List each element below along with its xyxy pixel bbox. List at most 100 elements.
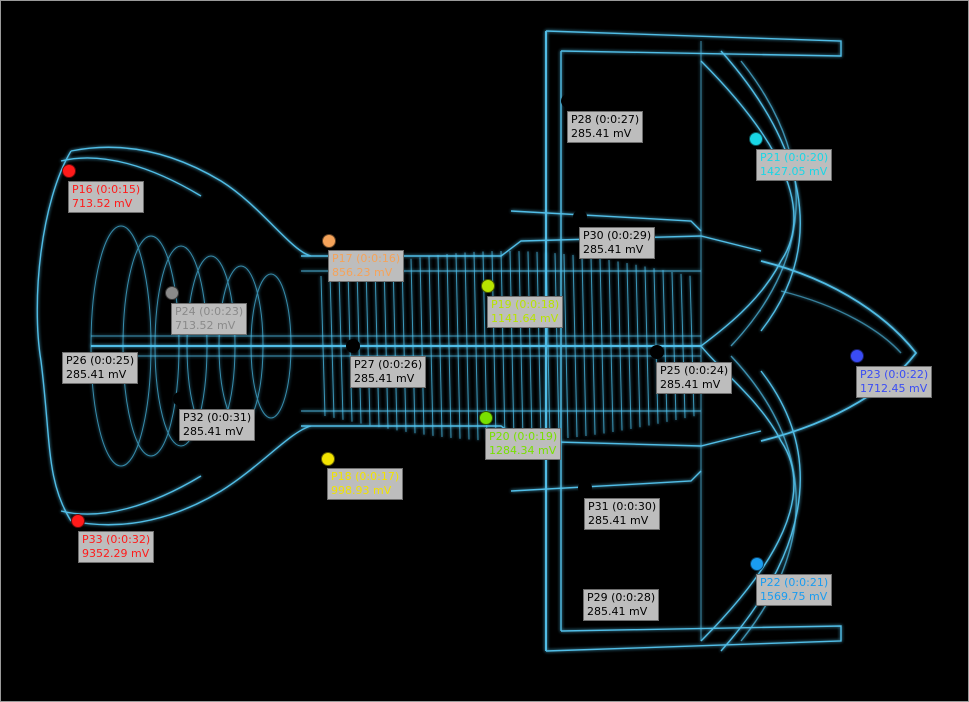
compressor-blade bbox=[563, 253, 569, 439]
sensor-point-p26[interactable] bbox=[56, 335, 70, 349]
sensor-value: 9352.29 mV bbox=[82, 547, 150, 560]
compressor-blade bbox=[626, 263, 632, 429]
compressor-blade bbox=[545, 252, 551, 440]
compressor-blade bbox=[680, 273, 686, 419]
sensor-value: 1141.64 mV bbox=[491, 312, 559, 325]
sensor-point-p21[interactable] bbox=[749, 132, 763, 146]
sensor-value: 856.23 mV bbox=[332, 266, 393, 279]
compressor-blade bbox=[671, 271, 677, 421]
compressor-blade bbox=[338, 272, 344, 420]
sensor-value: 285.41 mV bbox=[588, 514, 649, 527]
sensor-label-p26[interactable]: P26 (0:0:25)285.41 mV bbox=[62, 352, 139, 384]
sensor-label-p24[interactable]: P24 (0:0:23)713.52 mV bbox=[171, 303, 248, 335]
compressor-blade bbox=[446, 254, 452, 438]
sensor-value: 285.41 mV bbox=[183, 425, 244, 438]
sensor-label-p21[interactable]: P21 (0:0:20)1427.05 mV bbox=[756, 149, 833, 181]
sensor-id-time: P29 (0:0:28) bbox=[587, 591, 656, 604]
compressor-blade bbox=[401, 260, 407, 432]
compressor-blade bbox=[455, 253, 461, 439]
compressor-blade bbox=[599, 258, 605, 434]
sensor-label-p31[interactable]: P31 (0:0:30)285.41 mV bbox=[584, 498, 661, 530]
sensor-label-p18[interactable]: P18 (0:0:17)998.93 mV bbox=[327, 468, 404, 500]
sensor-point-p25[interactable] bbox=[650, 345, 664, 359]
sensor-id-time: P26 (0:0:25) bbox=[66, 354, 135, 367]
sensor-value: 285.41 mV bbox=[660, 378, 721, 391]
compressor-blade bbox=[320, 275, 326, 417]
sensor-label-p17[interactable]: P17 (0:0:16)856.23 mV bbox=[328, 250, 405, 282]
sensor-label-p27[interactable]: P27 (0:0:26)285.41 mV bbox=[350, 356, 427, 388]
sensor-id-time: P23 (0:0:22) bbox=[860, 368, 929, 381]
sensor-point-p20[interactable] bbox=[479, 411, 493, 425]
compressor-blade bbox=[437, 255, 443, 437]
compressor-blade bbox=[518, 251, 524, 441]
sensor-id-time: P24 (0:0:23) bbox=[175, 305, 244, 318]
compressor-blade bbox=[329, 274, 335, 418]
sensor-point-p16[interactable] bbox=[62, 164, 76, 178]
sensor-label-p19[interactable]: P19 (0:0:18)1141.64 mV bbox=[487, 296, 564, 328]
sensor-label-p20[interactable]: P20 (0:0:19)1284.34 mV bbox=[485, 428, 562, 460]
sensor-id-time: P21 (0:0:20) bbox=[760, 151, 829, 164]
sensor-value: 1427.05 mV bbox=[760, 165, 828, 178]
sensor-value: 285.41 mV bbox=[354, 372, 415, 385]
sensor-id-time: P16 (0:0:15) bbox=[72, 183, 141, 196]
compressor-blade bbox=[617, 261, 623, 431]
compressor-blade bbox=[374, 264, 380, 428]
sensor-label-p32[interactable]: P32 (0:0:31)285.41 mV bbox=[179, 409, 256, 441]
compressor-blade bbox=[527, 251, 533, 441]
sensor-id-time: P30 (0:0:29) bbox=[583, 229, 652, 242]
sensor-value: 285.41 mV bbox=[571, 127, 632, 140]
sensor-value: 1569.75 mV bbox=[760, 590, 828, 603]
compressor-blade bbox=[410, 258, 416, 434]
sensor-id-time: P33 (0:0:32) bbox=[82, 533, 151, 546]
compressor-blade bbox=[365, 266, 371, 426]
compressor-blade bbox=[419, 257, 425, 435]
compressor-blade bbox=[572, 254, 578, 438]
compressor-blade bbox=[473, 251, 479, 441]
sensor-label-p25[interactable]: P25 (0:0:24)285.41 mV bbox=[656, 362, 733, 394]
sensor-point-p22[interactable] bbox=[750, 557, 764, 571]
sensor-id-time: P27 (0:0:26) bbox=[354, 358, 423, 371]
compressor-blade bbox=[464, 252, 470, 440]
sensor-value: 998.93 mV bbox=[331, 484, 392, 497]
compressor-blade bbox=[509, 251, 515, 441]
sensor-value: 285.41 mV bbox=[66, 368, 127, 381]
sensor-label-p29[interactable]: P29 (0:0:28)285.41 mV bbox=[583, 589, 660, 621]
compressor-blade bbox=[383, 263, 389, 429]
sensor-point-p24[interactable] bbox=[165, 286, 179, 300]
compressor-blade bbox=[662, 270, 668, 422]
sensor-point-p27[interactable] bbox=[346, 339, 360, 353]
compressor-blade bbox=[590, 257, 596, 435]
sensor-label-p30[interactable]: P30 (0:0:29)285.41 mV bbox=[579, 227, 656, 259]
sensor-label-p28[interactable]: P28 (0:0:27)285.41 mV bbox=[567, 111, 644, 143]
sensor-point-p23[interactable] bbox=[850, 349, 864, 363]
sensor-label-p33[interactable]: P33 (0:0:32)9352.29 mV bbox=[78, 531, 155, 563]
sensor-point-p30[interactable] bbox=[573, 210, 587, 224]
compressor-blade bbox=[608, 259, 614, 433]
sensor-id-time: P32 (0:0:31) bbox=[183, 411, 252, 424]
sensor-point-p32[interactable] bbox=[173, 392, 187, 406]
sensor-point-p19[interactable] bbox=[481, 279, 495, 293]
sensor-point-p17[interactable] bbox=[322, 234, 336, 248]
sensor-label-p22[interactable]: P22 (0:0:21)1569.75 mV bbox=[756, 574, 833, 606]
sensor-label-p23[interactable]: P23 (0:0:22)1712.45 mV bbox=[856, 366, 933, 398]
sensor-id-time: P20 (0:0:19) bbox=[489, 430, 558, 443]
compressor-blade bbox=[536, 251, 542, 441]
sensor-point-p33[interactable] bbox=[71, 514, 85, 528]
sensor-value: 285.41 mV bbox=[583, 243, 644, 256]
compressor-blade bbox=[392, 261, 398, 431]
sensor-id-time: P18 (0:0:17) bbox=[331, 470, 400, 483]
sensor-point-p31[interactable] bbox=[578, 481, 592, 495]
sensor-id-time: P25 (0:0:24) bbox=[660, 364, 729, 377]
sensor-label-p16[interactable]: P16 (0:0:15)713.52 mV bbox=[68, 181, 145, 213]
sensor-point-p28[interactable] bbox=[561, 94, 575, 108]
sensor-value: 713.52 mV bbox=[72, 197, 133, 210]
sensor-id-time: P28 (0:0:27) bbox=[571, 113, 640, 126]
sensor-point-p18[interactable] bbox=[321, 452, 335, 466]
compressor-blade bbox=[554, 253, 560, 439]
compressor-blade bbox=[581, 256, 587, 436]
sensor-point-p29[interactable] bbox=[577, 572, 591, 586]
sensor-id-time: P19 (0:0:18) bbox=[491, 298, 560, 311]
sensor-id-time: P17 (0:0:16) bbox=[332, 252, 401, 265]
sensor-value: 1712.45 mV bbox=[860, 382, 928, 395]
